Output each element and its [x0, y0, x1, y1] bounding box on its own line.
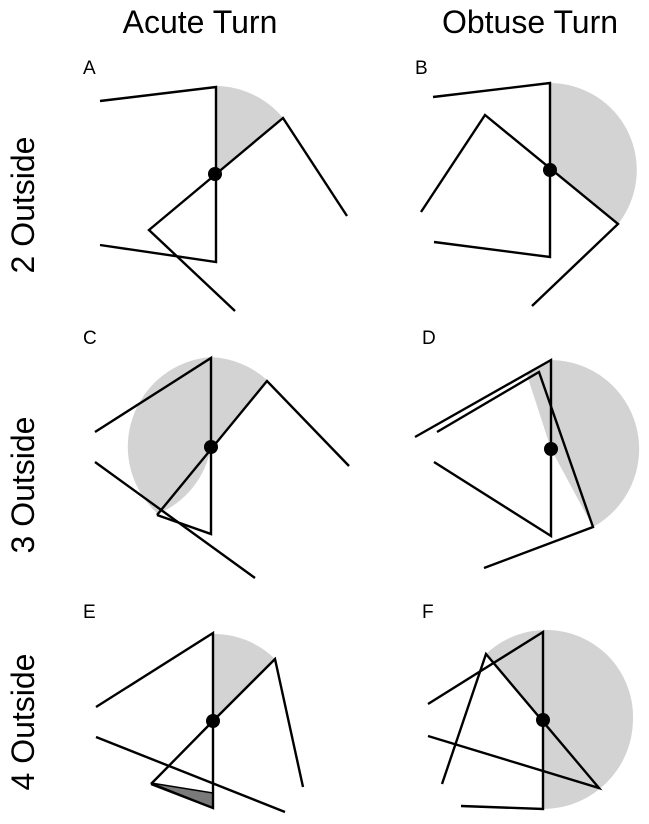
panel-e-turn-path: [150, 656, 305, 788]
panel-c: C: [83, 328, 350, 579]
panel-letter-b: B: [415, 58, 428, 79]
panel-c-sector: [158, 357, 267, 514]
panel-b-center-dot: [543, 163, 557, 177]
panel-b-sector: [550, 83, 637, 224]
column-header-acute: Acute Turn: [123, 4, 278, 40]
panel-e: E: [83, 602, 305, 814]
panel-f-sector: [486, 629, 634, 809]
panel-a-path: [99, 85, 218, 264]
row-header-4-outside: 4 Outside: [5, 654, 41, 791]
panel-d-turn-path: [436, 370, 595, 570]
panel-d-sector: [527, 360, 640, 527]
panel-a-center-dot: [208, 167, 222, 181]
row-header-2-outside: 2 Outside: [5, 137, 41, 274]
panel-letter-e: E: [83, 602, 96, 623]
row-header-3-outside: 3 Outside: [5, 417, 41, 554]
panel-b: B: [415, 58, 637, 307]
panel-b-path: [432, 81, 552, 259]
panel-e-center-dot: [206, 714, 220, 728]
panel-d: D: [414, 328, 640, 570]
panel-a-sector: [215, 85, 283, 174]
column-header-obtuse: Obtuse Turn: [442, 4, 618, 40]
panel-a-turn-path: [147, 116, 349, 312]
panel-letter-f: F: [422, 602, 434, 623]
panel-a: A: [83, 58, 349, 312]
panel-letter-d: D: [422, 328, 436, 349]
panel-c-turn-path: [156, 379, 350, 516]
panel-f: F: [422, 602, 634, 811]
panel-letter-a: A: [83, 58, 96, 79]
panel-c-sector-left: [127, 357, 211, 514]
panel-e-cross-line: [95, 735, 286, 814]
panel-d-path: [414, 357, 553, 539]
panel-d-center-dot: [544, 442, 558, 456]
panel-letter-c: C: [83, 328, 97, 349]
panel-c-cross-line: [94, 461, 256, 579]
panel-f-center-dot: [536, 713, 550, 727]
panel-c-center-dot: [204, 440, 218, 454]
panel-e-sector: [213, 633, 275, 721]
